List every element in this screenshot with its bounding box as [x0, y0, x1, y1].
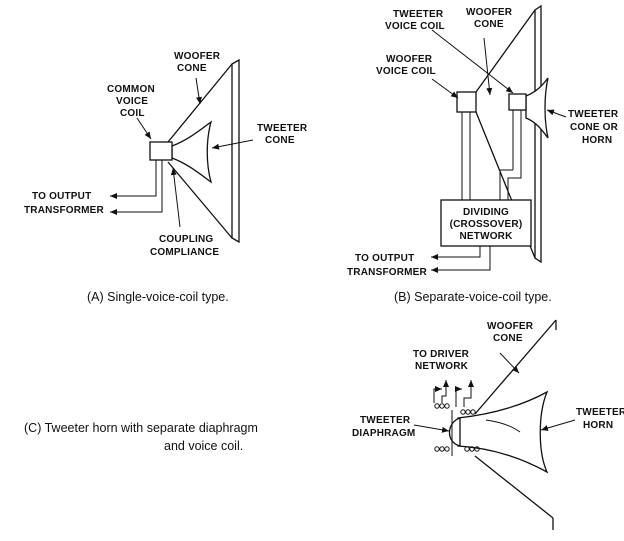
- voice-coil-windings-c: [434, 403, 480, 452]
- common-voice-coil-label-a-3: COIL: [120, 108, 145, 119]
- voice-coil-wires-b: [461, 110, 522, 200]
- coupling-compliance-label-1: COUPLING: [159, 234, 213, 245]
- tweeter-voice-coil-b: [508, 93, 527, 111]
- tweeter-cone-horn-label-1: TWEETER: [568, 109, 619, 120]
- tweeter-cone-label-a-1: TWEETER: [257, 123, 308, 134]
- to-output-label-b-2: TRANSFORMER: [347, 267, 428, 278]
- tweeter-diaphragm-label-1: TWEETER: [360, 415, 411, 426]
- common-voice-coil-a: [149, 141, 173, 161]
- tweeter-cone-label-a-2: CONE: [265, 135, 295, 146]
- woofer-voice-coil-label-2: VOICE COIL: [376, 66, 436, 77]
- tweeter-cone-a: [171, 120, 213, 184]
- woofer-voice-coil-b: [456, 91, 477, 113]
- to-driver-label-1: TO DRIVER: [413, 349, 470, 360]
- tweeter-voice-coil-label-1: TWEETER: [393, 9, 444, 20]
- dividing-network-box: [440, 199, 532, 247]
- to-output-label-b-1: TO OUTPUT: [355, 253, 414, 264]
- dividing-network-label-2: (CROSSOVER): [450, 219, 523, 230]
- driver-network-leads-c: [433, 380, 474, 407]
- woofer-cone-label-c-2: CONE: [493, 333, 523, 344]
- caption-a: (A) Single-voice-coil type.: [87, 290, 229, 304]
- dividing-network-label-3: NETWORK: [459, 231, 513, 242]
- svg-text:(C) Tweeter horn with separate: (C) Tweeter horn with separate diaphragm…: [24, 421, 258, 453]
- dividing-network-label-1: DIVIDING: [463, 207, 509, 218]
- coupling-compliance-label-2: COMPLIANCE: [150, 247, 219, 258]
- woofer-cone-label-b-1: WOOFER: [466, 7, 513, 18]
- to-output-label-a-1: TO OUTPUT: [32, 191, 91, 202]
- woofer-cone-label-a-2: CONE: [177, 63, 207, 74]
- woofer-cone-label-a-1: WOOFER: [174, 51, 221, 62]
- woofer-cone-label-b-2: CONE: [474, 19, 504, 30]
- caption-c-line-2: and voice coil.: [164, 439, 243, 453]
- tweeter-horn-c: [457, 390, 549, 474]
- tweeter-cone-horn-label-3: HORN: [582, 135, 612, 146]
- output-leads-a: [110, 160, 163, 215]
- woofer-cone-label-c-1: WOOFER: [487, 321, 534, 332]
- tweeter-diaphragm-c: [448, 417, 461, 447]
- to-driver-label-2: NETWORK: [415, 361, 469, 372]
- tweeter-horn-b: [525, 77, 549, 139]
- tweeter-horn-label-2: HORN: [583, 420, 613, 431]
- caption-b: (B) Separate-voice-coil type.: [394, 290, 552, 304]
- common-voice-coil-label-a-1: COMMON: [107, 84, 155, 95]
- woofer-voice-coil-label-1: WOOFER: [386, 54, 433, 65]
- tweeter-diaphragm-label-2: DIAPHRAGM: [352, 428, 415, 439]
- to-output-label-a-2: TRANSFORMER: [24, 205, 105, 216]
- caption-c-line-1: (C) Tweeter horn with separate diaphragm: [24, 421, 258, 435]
- common-voice-coil-label-a-2: VOICE: [116, 96, 148, 107]
- output-leads-b: [431, 246, 491, 273]
- tweeter-voice-coil-label-2: VOICE COIL: [385, 21, 445, 32]
- tweeter-horn-label-1: TWEETER: [576, 407, 624, 418]
- tweeter-cone-horn-label-2: CONE OR: [570, 122, 619, 133]
- svg-text:DIVIDING(CROSSOVER)NETWORK: DIVIDING(CROSSOVER)NETWORK: [450, 207, 523, 242]
